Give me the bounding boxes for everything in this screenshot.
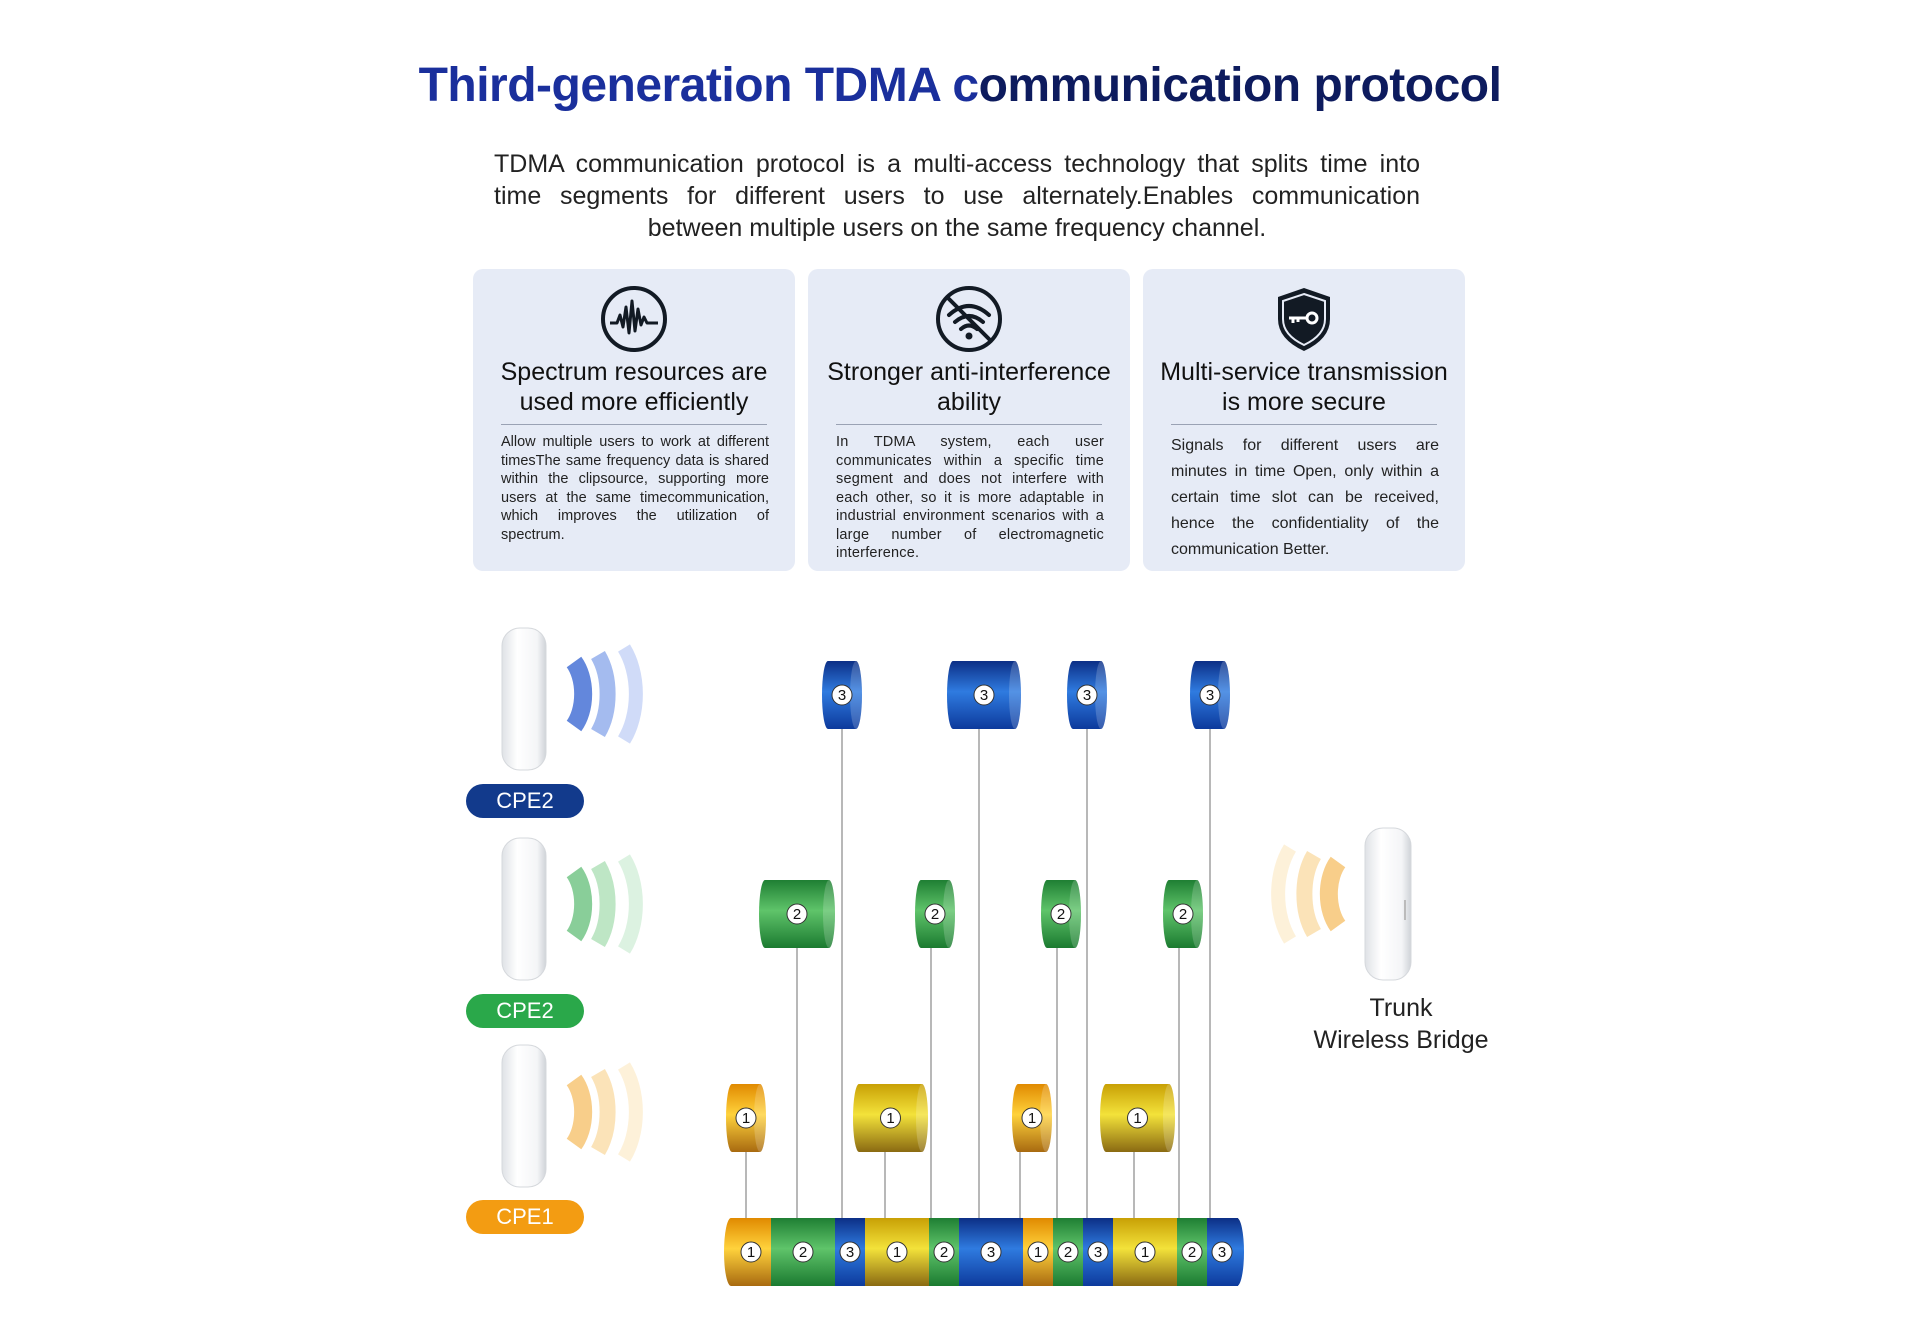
divider [836, 424, 1102, 425]
divider [1171, 424, 1437, 425]
packet-user-1: 1 [853, 1084, 928, 1152]
connector-lines [745, 720, 1211, 1240]
slot-number-badge [880, 1107, 901, 1129]
slot-number: 2 [940, 1244, 948, 1261]
cpe-device-3 [501, 627, 643, 771]
trunk-bridge-device [1271, 827, 1412, 981]
feature-card-security: Multi-service transmission is more secur… [1143, 269, 1465, 571]
slot-number-badge [886, 1241, 908, 1263]
slot-number: 3 [1218, 1244, 1226, 1261]
slot-number-badge [1087, 1241, 1109, 1263]
slot-number: 3 [1083, 687, 1091, 704]
slot-number-badge [1021, 1107, 1043, 1129]
trunk-label-line1: Trunk [1369, 994, 1433, 1022]
intro-paragraph: TDMA communication protocol is a multi-a… [494, 150, 1420, 242]
packet-user-1: 1 [726, 1084, 766, 1152]
packet-user-2: 2 [759, 880, 835, 948]
slot-number-badge [933, 1241, 955, 1263]
divider [501, 424, 767, 425]
slot-number: 2 [799, 1244, 807, 1261]
no-wifi-icon [936, 286, 1002, 352]
slot-number-badge [786, 903, 808, 925]
combined-timeslot-bar: 1 2 3 1 2 3 1 2 3 1 2 3 [724, 1218, 1244, 1286]
cpe-device-1 [501, 1044, 643, 1188]
feature-card-interference: Stronger anti-interference ability In TD… [808, 269, 1130, 571]
slot-number-badge [1134, 1241, 1156, 1263]
packet-user-3: 3 [947, 661, 1021, 729]
packet-user-3: 3 [822, 661, 862, 729]
shield-key-icon [1278, 288, 1330, 351]
slot-number: 3 [1094, 1244, 1102, 1261]
cpe-label-2: CPE2 [466, 994, 584, 1028]
slot-number-badge [792, 1241, 814, 1263]
slot-number: 1 [1133, 1110, 1141, 1127]
card-body: Signals for different users are minutes … [1171, 437, 1439, 558]
slot-number: 1 [1034, 1244, 1042, 1261]
slot-number: 2 [931, 906, 939, 923]
slot-number-badge [1076, 684, 1098, 706]
cpe-label-1: CPE1 [466, 1200, 584, 1234]
slot-number-badge [831, 684, 853, 706]
packet-user-3: 3 [1190, 661, 1230, 729]
slot-number: 1 [886, 1110, 894, 1127]
card-title: Spectrum resources are used more efficie… [500, 358, 768, 416]
bar-left-cap [724, 1218, 738, 1286]
slot-number: 3 [1206, 687, 1214, 704]
slot-number-badge [1127, 1107, 1148, 1129]
slot-number-badge [973, 684, 995, 706]
packet-user-2: 2 [915, 880, 955, 948]
cpe-device-2 [501, 837, 643, 981]
bar-right-cap [1230, 1218, 1244, 1286]
slot-number-badge [1057, 1241, 1079, 1263]
packet-user-2: 2 [1041, 880, 1081, 948]
packet-user-2: 2 [1163, 880, 1203, 948]
slot-number-badge [839, 1241, 861, 1263]
slot-number-badge [924, 903, 946, 925]
trunk-label: Trunk Wireless Bridge [1296, 992, 1506, 1056]
slot-number: 2 [1064, 1244, 1072, 1261]
slot-number: 2 [1188, 1244, 1196, 1261]
slot-number: 3 [838, 687, 846, 704]
title-part-2: ommunication protocol [978, 59, 1502, 112]
card-title: Multi-service transmission is more secur… [1160, 358, 1448, 416]
packet-user-3: 3 [1067, 661, 1107, 729]
card-body: Allow multiple users to work at differen… [501, 434, 769, 543]
slot-number: 2 [793, 906, 801, 923]
title-part-1: Third-generation TDMA c [418, 59, 980, 112]
slot-number-badge [1211, 1241, 1233, 1263]
packet-user-1: 1 [1012, 1084, 1052, 1152]
cpe-label-3: CPE2 [466, 784, 584, 818]
slot-number: 3 [987, 1244, 995, 1261]
slot-number: 1 [1141, 1244, 1149, 1261]
slot-number: 3 [846, 1244, 854, 1261]
slot-number-badge [1172, 903, 1194, 925]
slot-number-badge [980, 1241, 1002, 1263]
slot-number-badge [1027, 1241, 1049, 1263]
slot-number: 3 [980, 687, 988, 704]
spectrum-wave-icon [601, 286, 667, 352]
slot-number-badge [740, 1241, 762, 1263]
slot-number: 1 [742, 1110, 750, 1127]
slot-number: 1 [893, 1244, 901, 1261]
slot-number-badge [1199, 684, 1221, 706]
packet-layer: 3 3 3 3 2 2 2 2 1 1 1 1 1 2 3 1 2 3 1 2 3 1 2 3 [724, 661, 1244, 1286]
slot-number: 1 [747, 1244, 755, 1261]
slot-number-badge [735, 1107, 757, 1129]
slot-number-badge [1050, 903, 1072, 925]
packet-user-1: 1 [1100, 1084, 1175, 1152]
slot-number: 2 [1179, 906, 1187, 923]
slot-number: 1 [1028, 1110, 1036, 1127]
card-title: Stronger anti-interference ability [827, 358, 1111, 416]
slot-number-badge [1181, 1241, 1203, 1263]
card-body: In TDMA system, each user communicates w… [836, 434, 1104, 561]
trunk-label-line2: Wireless Bridge [1313, 1026, 1489, 1054]
feature-card-spectrum: Spectrum resources are used more efficie… [473, 269, 795, 571]
page-title: Third-generation TDMA communication prot… [0, 58, 1920, 113]
slot-number: 2 [1057, 906, 1065, 923]
